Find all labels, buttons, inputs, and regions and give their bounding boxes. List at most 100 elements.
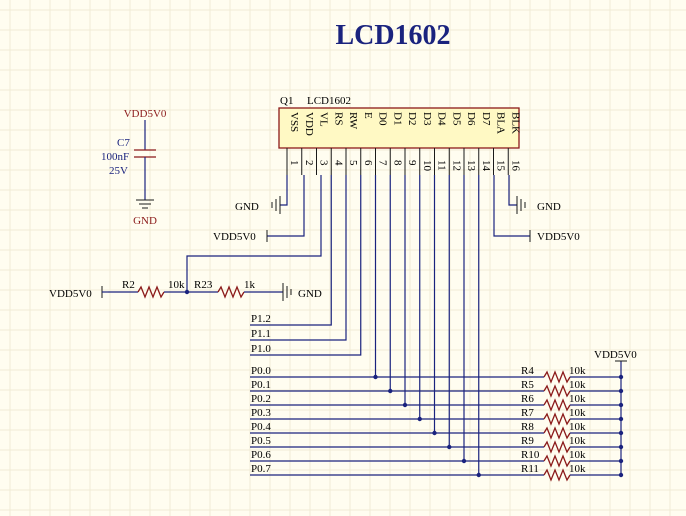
pullup-resistor <box>543 370 571 384</box>
data-net-label: P0.4 <box>251 421 271 433</box>
lcd-pin-number: 10 <box>421 160 433 172</box>
junction-dot <box>417 416 422 422</box>
cap-ground-label: GND <box>133 215 157 227</box>
pullup-value: 10k <box>569 379 586 391</box>
cap-supply-label: VDD5V0 <box>124 108 167 120</box>
lcd-pin-name: D6 <box>465 112 477 126</box>
pullup-supply-label: VDD5V0 <box>594 349 637 361</box>
lcd-pin-name: D4 <box>436 112 448 126</box>
lcd-pin-name: VSS <box>288 112 300 132</box>
control-net-label: P1.2 <box>251 313 271 325</box>
control-wire <box>250 175 332 326</box>
pullup-resistor <box>543 454 571 468</box>
pullup-value: 10k <box>569 421 586 433</box>
junction-dot <box>388 388 393 394</box>
lcd-body <box>278 107 520 149</box>
lcd-pin-number: 5 <box>347 160 359 166</box>
lcd-part: LCD1602 <box>307 95 351 107</box>
lcd-pin-name: D1 <box>391 112 403 125</box>
lcd-pin-name: D0 <box>377 112 389 126</box>
lcd-pin-number: 3 <box>318 160 330 166</box>
pullup-resistor <box>543 440 571 454</box>
lcd-pin-number: 4 <box>332 160 344 166</box>
pullup-value: 10k <box>569 365 586 377</box>
lcd-pin-number: 7 <box>377 160 389 166</box>
lcd-pin-number: 11 <box>436 160 448 171</box>
lcd-pin-name: VL <box>318 112 330 127</box>
pullup-resistor <box>543 398 571 412</box>
control-net-label: P1.1 <box>251 328 271 340</box>
cap-value: 100nF <box>101 151 129 163</box>
junction-dot <box>402 402 408 408</box>
vss-gnd-label: GND <box>235 201 259 213</box>
lcd-pins: VSS1VDD2VL3RS4RW5E6D07D18D29D310D411D512… <box>286 112 521 175</box>
contrast-divider: VDD5V0 R2 10k R23 1k GND <box>49 175 322 301</box>
r23-value: 1k <box>244 279 256 291</box>
cap-voltage: 25V <box>109 165 128 177</box>
pullup-name: R4 <box>521 365 534 377</box>
control-wire <box>250 175 362 356</box>
lcd-pin-name: BLK <box>509 112 521 134</box>
lcd-pin-name: D2 <box>406 112 418 125</box>
lcd-designator: Q1 <box>280 95 293 107</box>
lcd-pin-number: 13 <box>465 160 477 172</box>
data-net-label: P0.3 <box>251 407 271 419</box>
data-net-label: P0.7 <box>251 463 271 475</box>
pullup-value: 10k <box>569 407 586 419</box>
lcd-pin-name: E <box>362 112 374 119</box>
pullup-name: R8 <box>521 421 534 433</box>
schematic-title: LCD1602 <box>335 20 450 51</box>
vdd-pin-label: VDD5V0 <box>213 231 256 243</box>
pullup-value: 10k <box>569 435 586 447</box>
pullup-resistor <box>543 384 571 398</box>
pullup-name: R11 <box>521 463 539 475</box>
r2-value: 10k <box>168 279 185 291</box>
r2-supply-label: VDD5V0 <box>49 288 92 300</box>
junction-dot <box>461 458 467 464</box>
lcd-pin-number: 2 <box>303 160 315 166</box>
pullup-resistor <box>543 412 571 426</box>
pullup-supply: VDD5V0 <box>594 349 637 476</box>
lcd-pin-number: 8 <box>391 160 403 166</box>
data-net-label: P0.1 <box>251 379 271 391</box>
lcd-pin-name: RS <box>332 112 344 125</box>
lcd-pin-name: VDD <box>303 112 315 136</box>
pullup-value: 10k <box>569 393 586 405</box>
pullup-value: 10k <box>569 449 586 461</box>
pullup-name: R7 <box>521 407 534 419</box>
junction-dot <box>373 374 378 380</box>
junction-dot <box>476 472 481 478</box>
data-net-label: P0.6 <box>251 449 271 461</box>
r23-gnd-label: GND <box>298 288 322 300</box>
pullup-name: R5 <box>521 379 534 391</box>
lcd-pin-number: 12 <box>450 160 462 171</box>
lcd-pin-number: 6 <box>362 160 374 166</box>
data-net-label: P0.0 <box>251 365 271 377</box>
lcd-pin-name: D3 <box>421 112 433 126</box>
control-net-label: P1.0 <box>251 343 271 355</box>
pullup-value: 10k <box>569 463 586 475</box>
control-bus: P1.2P1.1P1.0 <box>250 175 362 356</box>
lcd-pin-name: D7 <box>480 112 492 126</box>
control-wire <box>250 175 347 341</box>
junction-dot <box>447 444 452 450</box>
bla-vdd-label: VDD5V0 <box>537 231 580 243</box>
lcd-pin-number: 9 <box>406 160 418 166</box>
lcd-pin-number: 15 <box>495 160 507 172</box>
lcd-pin-name: BLA <box>495 112 507 134</box>
blk-gnd-label: GND <box>537 201 561 213</box>
lcd-pin-name: D5 <box>450 112 462 126</box>
cap-designator: C7 <box>117 137 130 149</box>
pullup-name: R10 <box>521 449 540 461</box>
pullup-resistor <box>543 468 571 482</box>
pullup-name: R9 <box>521 435 534 447</box>
junction-dot <box>432 430 437 436</box>
data-net-label: P0.2 <box>251 393 271 405</box>
pullup-name: R6 <box>521 393 534 405</box>
lcd-pin-number: 14 <box>480 160 492 172</box>
r2-label: R2 <box>122 279 135 291</box>
lcd-pin-number: 1 <box>288 160 300 166</box>
